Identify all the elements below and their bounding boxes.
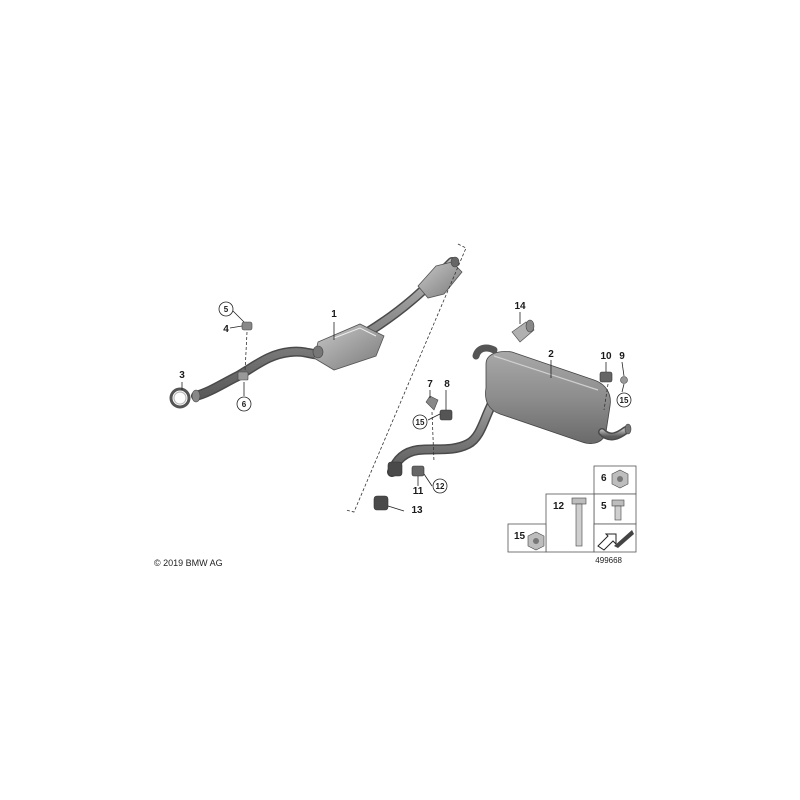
callout-9: 9 bbox=[619, 351, 625, 362]
direction-arrow-icon bbox=[597, 533, 617, 551]
clamp-part bbox=[169, 387, 191, 409]
nut-hole-icon bbox=[617, 476, 623, 482]
callout-6: 6 bbox=[242, 400, 247, 409]
callout-7: 7 bbox=[427, 379, 433, 390]
callout-12-circle bbox=[432, 478, 448, 494]
callout-14: 14 bbox=[514, 301, 526, 312]
callout-3: 3 bbox=[179, 370, 185, 381]
legend-label-15: 15 bbox=[514, 531, 526, 542]
legend-label-6: 6 bbox=[601, 473, 607, 484]
diagram-number: 499668 bbox=[595, 556, 622, 565]
callout-12: 12 bbox=[436, 482, 445, 491]
wedge-icon bbox=[614, 530, 634, 548]
callout-5: 5 bbox=[224, 305, 229, 314]
long-bolt-shank-icon bbox=[575, 503, 583, 547]
callout-5-circle bbox=[218, 301, 234, 317]
fastener-legend: 6 5 12 15 bbox=[507, 465, 637, 553]
callout-4: 4 bbox=[223, 324, 229, 335]
callout-6-circle bbox=[236, 396, 252, 412]
long-bolt-head-icon bbox=[571, 497, 587, 505]
clamp-parts-11-13 bbox=[373, 461, 425, 511]
tailpipe-trim-part bbox=[511, 319, 535, 343]
callout-2: 2 bbox=[548, 349, 554, 360]
front-pipe-assembly bbox=[191, 256, 463, 403]
separator-dashed-frame bbox=[345, 243, 467, 513]
copyright-text: © 2019 BMW AG bbox=[154, 558, 223, 568]
hex-nut-hole-icon bbox=[533, 538, 539, 544]
bolt-shank-icon bbox=[614, 505, 622, 521]
callout-10: 10 bbox=[600, 351, 612, 362]
leader-lines bbox=[181, 309, 625, 512]
callout-1: 1 bbox=[331, 309, 337, 320]
callout-15b-circle bbox=[616, 392, 632, 408]
callout-15a: 15 bbox=[416, 418, 425, 427]
callout-11: 11 bbox=[413, 486, 424, 497]
callout-13: 13 bbox=[411, 505, 423, 516]
callout-15a-circle bbox=[412, 414, 428, 430]
legend-label-5: 5 bbox=[601, 501, 607, 512]
bolt-head-icon bbox=[611, 499, 625, 507]
rear-muffler-assembly bbox=[387, 344, 632, 477]
hanger-bracket-front bbox=[237, 321, 253, 381]
callout-8: 8 bbox=[444, 379, 450, 390]
hanger-parts-7-8 bbox=[425, 395, 453, 463]
legend-label-12: 12 bbox=[553, 501, 565, 512]
callout-15b: 15 bbox=[620, 396, 629, 405]
rubber-mount-rear bbox=[599, 371, 628, 411]
